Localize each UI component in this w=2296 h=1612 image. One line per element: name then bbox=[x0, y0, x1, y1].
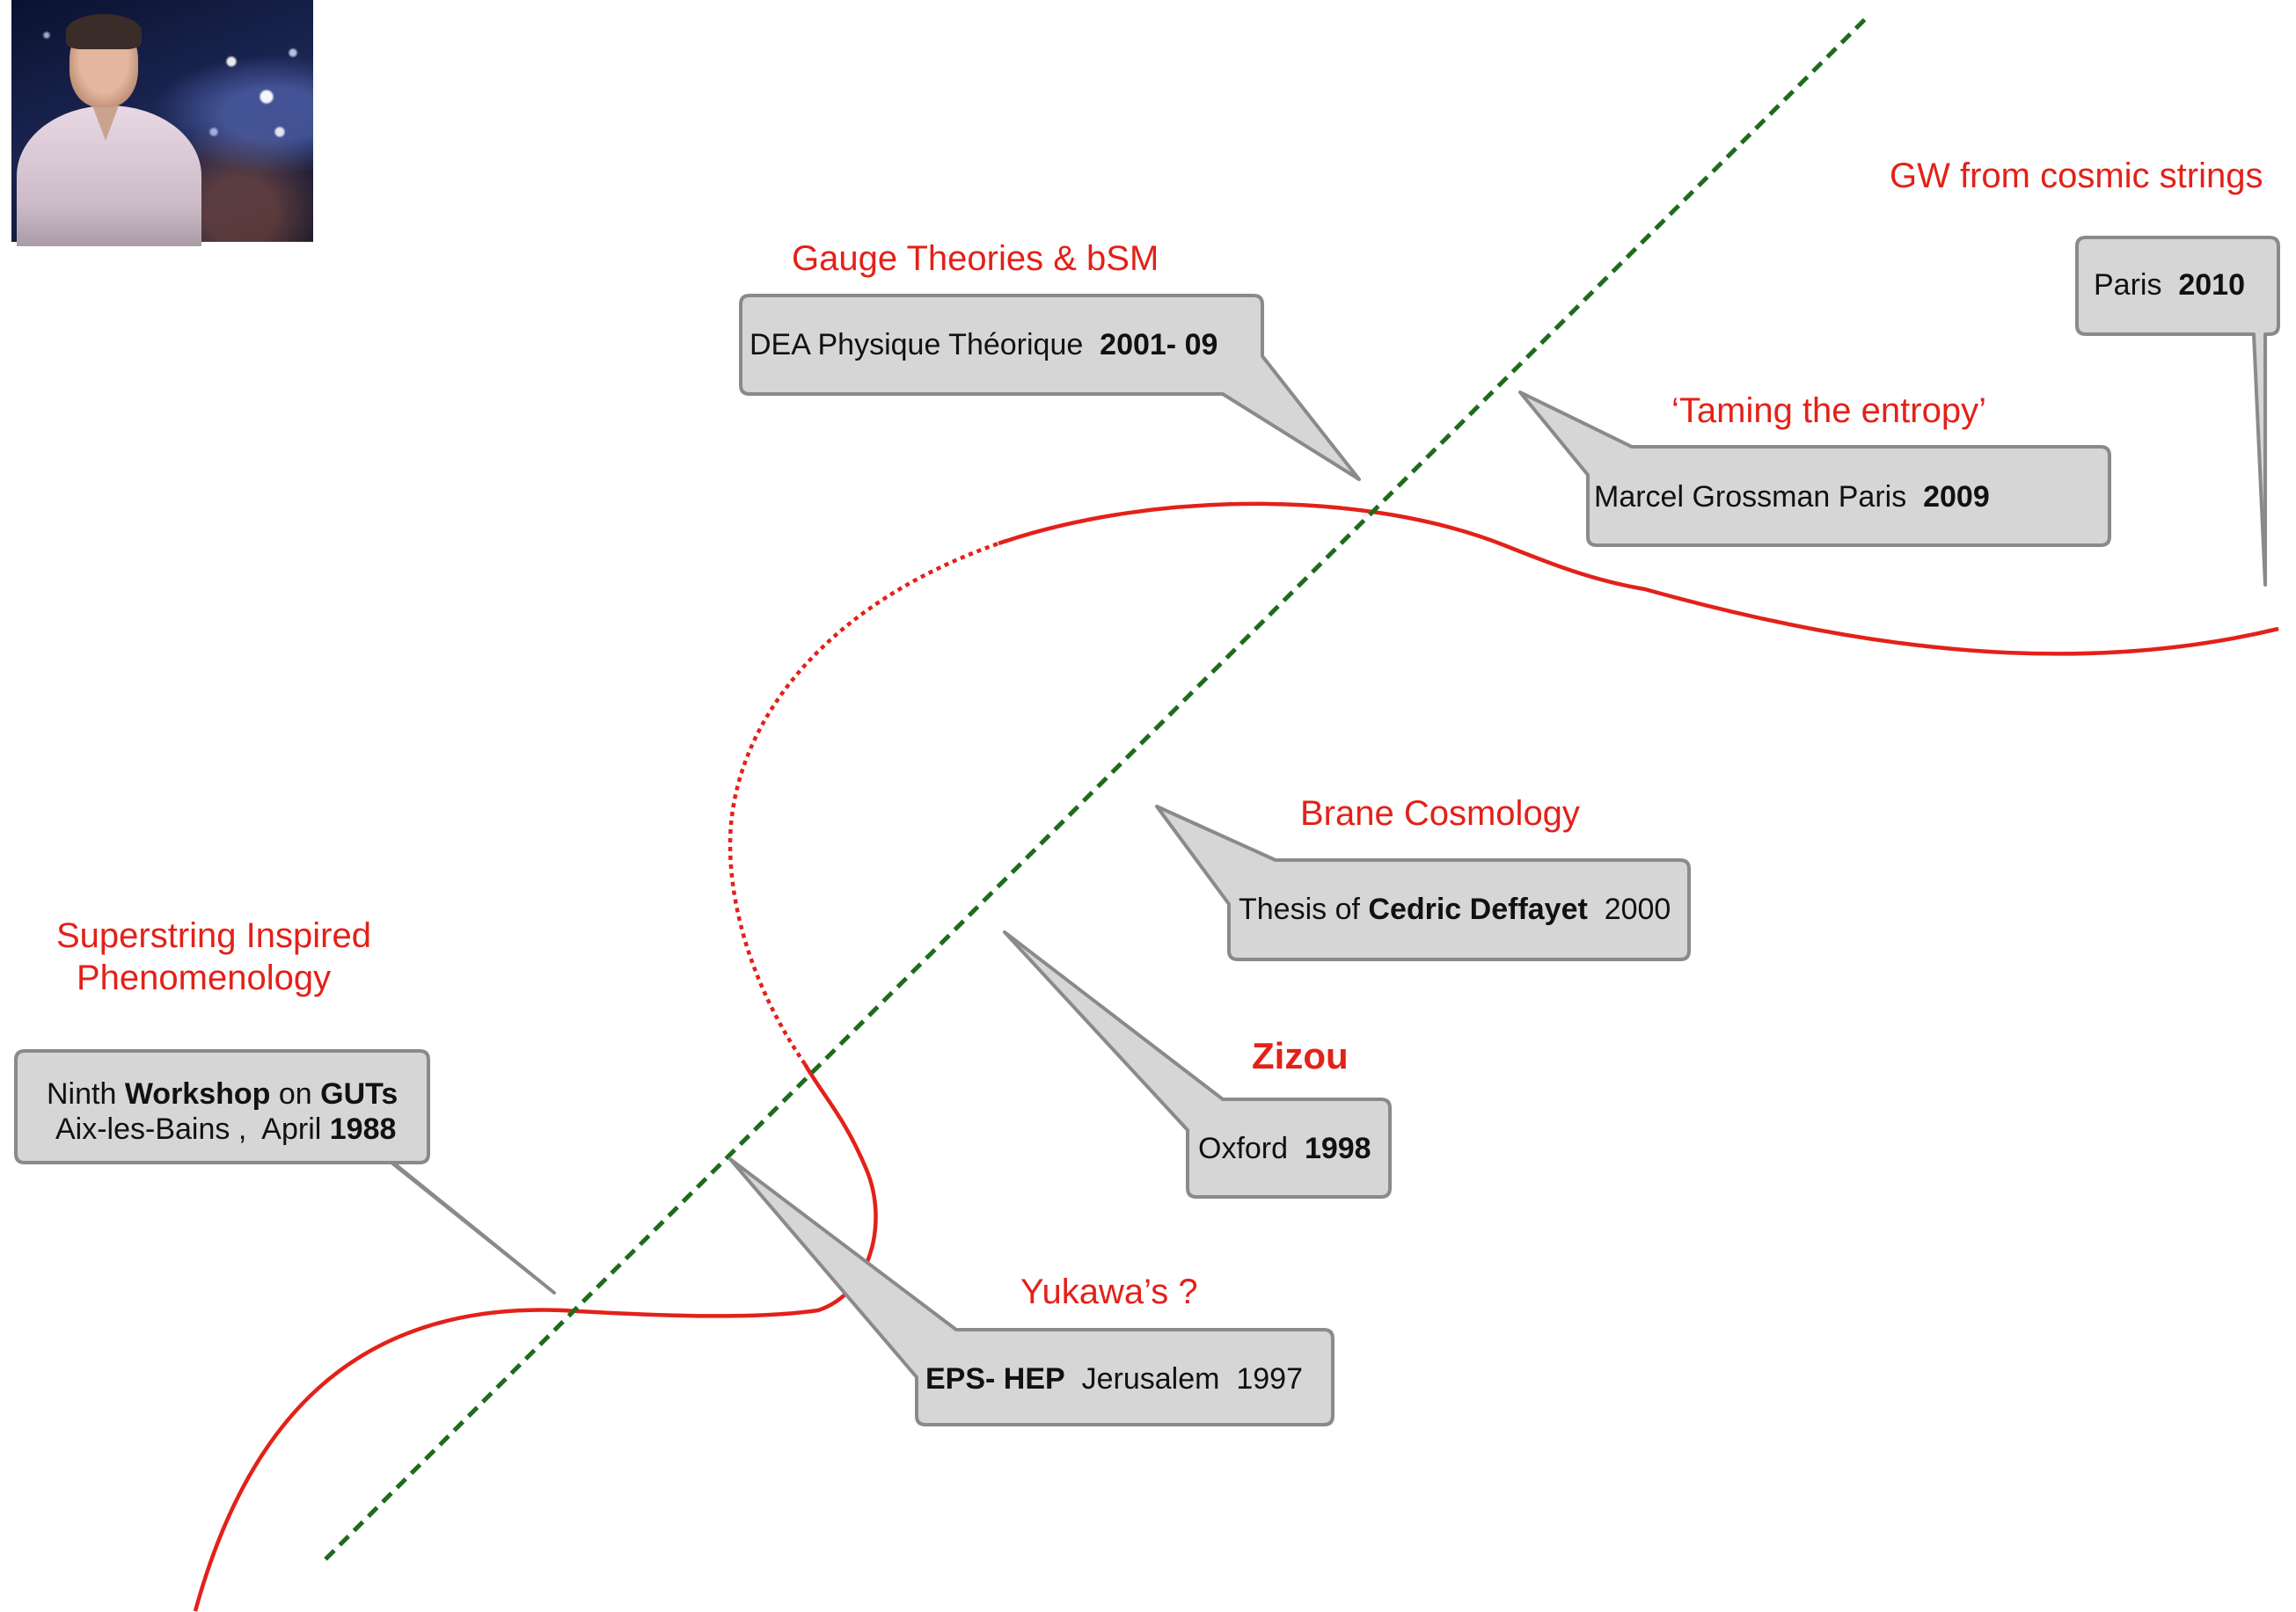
thesis-text-year: 2000 bbox=[1587, 893, 1671, 926]
dea-text-program: DEA Physique Théorique bbox=[749, 328, 1100, 361]
workshop-text-place: Aix-les-Bains , April bbox=[55, 1112, 330, 1146]
workshop-text-guts: GUTs bbox=[320, 1077, 399, 1111]
callout-dea-text: DEA Physique Théorique 2001- 09 bbox=[749, 328, 1217, 362]
oxford-text-year: 1998 bbox=[1304, 1132, 1371, 1165]
thesis-text-prefix: Thesis of bbox=[1239, 893, 1369, 926]
callout-workshop-balloon bbox=[14, 1049, 556, 1295]
callout-oxford-balloon bbox=[1003, 930, 1392, 1199]
portrait-hair bbox=[66, 14, 142, 49]
portrait-photo-icon bbox=[11, 0, 313, 246]
callout-paris-balloon bbox=[2075, 236, 2280, 587]
topic-zizou: Zizou bbox=[1252, 1035, 1349, 1076]
mg-text-year: 2009 bbox=[1923, 480, 1990, 514]
callout-eps-text: EPS- HEP Jerusalem 1997 bbox=[925, 1362, 1303, 1397]
trajectory-curve-upper bbox=[998, 501, 2279, 656]
callout-thesis-balloon bbox=[1155, 805, 1691, 961]
callout-mg-text: Marcel Grossman Paris 2009 bbox=[1594, 480, 1990, 514]
callout-eps-balloon bbox=[728, 1157, 1334, 1426]
eps-text-conference: EPS- HEP bbox=[925, 1362, 1065, 1396]
paris-text-year: 2010 bbox=[2178, 268, 2245, 302]
topic-taming-entropy: ‘Taming the entropy’ bbox=[1671, 391, 1986, 430]
callout-dea-balloon bbox=[739, 294, 1361, 481]
trajectory-curve-lower bbox=[193, 1062, 878, 1612]
callout-paris-text: Paris 2010 bbox=[2094, 268, 2245, 303]
topic-gw-cosmic-strings: GW from cosmic strings bbox=[1890, 157, 2263, 195]
workshop-text-on: on bbox=[270, 1077, 321, 1111]
callout-workshop-line1: Ninth Workshop on GUTs bbox=[47, 1077, 398, 1112]
mg-text-meeting: Marcel Grossman Paris bbox=[1594, 480, 1924, 514]
topic-gauge-theories: Gauge Theories & bSM bbox=[792, 239, 1159, 278]
topic-brane-cosmology: Brane Cosmology bbox=[1300, 794, 1580, 833]
workshop-text-workshop: Workshop bbox=[124, 1077, 271, 1111]
callout-workshop-line2: Aix-les-Bains , April 1988 bbox=[55, 1112, 396, 1147]
eps-text-place-year: Jerusalem 1997 bbox=[1064, 1362, 1303, 1396]
callout-thesis-text: Thesis of Cedric Deffayet 2000 bbox=[1239, 893, 1671, 927]
topic-superstring-line1: Superstring Inspired bbox=[56, 916, 371, 955]
trajectory-curve-dotted bbox=[728, 541, 999, 1066]
thesis-text-name: Cedric Deffayet bbox=[1368, 893, 1588, 926]
topic-yukawa: Yukawa’s ? bbox=[1020, 1273, 1198, 1311]
workshop-text-ninth: Ninth bbox=[47, 1077, 125, 1111]
paris-text-place: Paris bbox=[2094, 268, 2179, 302]
callout-oxford-text: Oxford 1998 bbox=[1198, 1132, 1371, 1166]
callout-mg-balloon bbox=[1518, 390, 2111, 547]
topic-superstring-line2: Phenomenology bbox=[77, 959, 332, 997]
oxford-text-place: Oxford bbox=[1198, 1132, 1305, 1165]
dea-text-years: 2001- 09 bbox=[1100, 328, 1218, 361]
workshop-text-year: 1988 bbox=[329, 1112, 397, 1146]
